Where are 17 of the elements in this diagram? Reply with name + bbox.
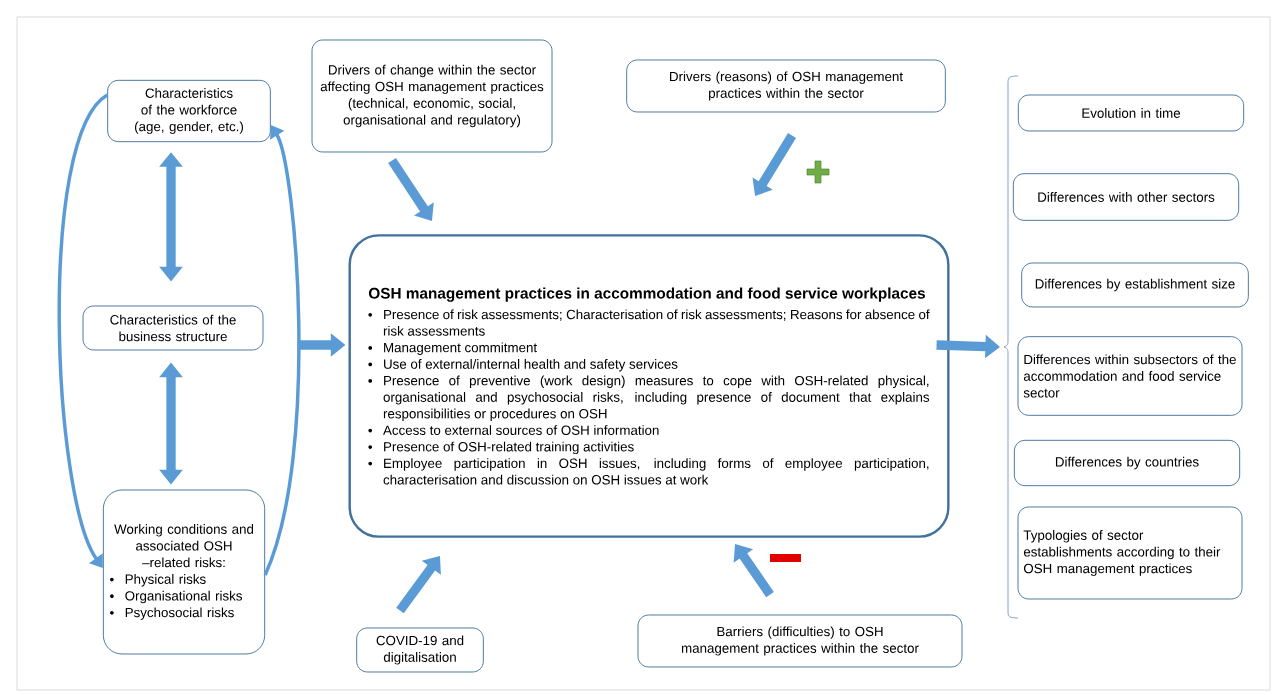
arrow (263, 125, 301, 576)
text-box: Differences with other sectors (1012, 173, 1240, 221)
text-box: Characteristics of the business structure (82, 305, 264, 351)
text-box: Drivers of change within the sector affecting OSH management practices (technical, economic, social, organisational and regulatory) (311, 39, 553, 153)
main-box: OSH management practices in accommodation and food service workplaces Presence of risk assessments; Characterisation of risk assessments; Reasons for absence of risk assessments Management commitment Use of external/internal health and safety services Presence of preventive (work design) measures to cope with OSH-related physical, organisational and psychosocial risks, including presence of document that explains responsibilities or procedures on OSH Access to external sources of OSH information Presence of OSH-related training activities Employee participation in OSH issues, including forms of employee participation, characterisation and discussion on OSH issues at work (348, 234, 950, 538)
text-box: COVID-19 and digitalisation (356, 627, 484, 673)
text-box: Characteristics of the workforce (age, gender, etc.) (107, 79, 271, 143)
text-box: Barriers (difficulties) to OSH management practices within the sector (637, 614, 963, 668)
text-box: Evolution in time (1017, 94, 1245, 132)
text-box: Differences within subsectors of the accommodation and food service sector (1017, 336, 1243, 416)
text-box: Drivers (reasons) of OSH management practices within the sector (626, 59, 946, 113)
bracket (1003, 75, 1019, 619)
text-box: Differences by countries (1013, 439, 1241, 487)
arrow (57, 93, 109, 568)
text-box: Differences by establishment size (1021, 262, 1249, 308)
text-box: Typologies of sector establishments according to their OSH management practices (1017, 506, 1243, 600)
text-box: Working conditions and associated OSH –related risks: Physical risks Organisational risks Psychosocial risks (102, 489, 266, 655)
